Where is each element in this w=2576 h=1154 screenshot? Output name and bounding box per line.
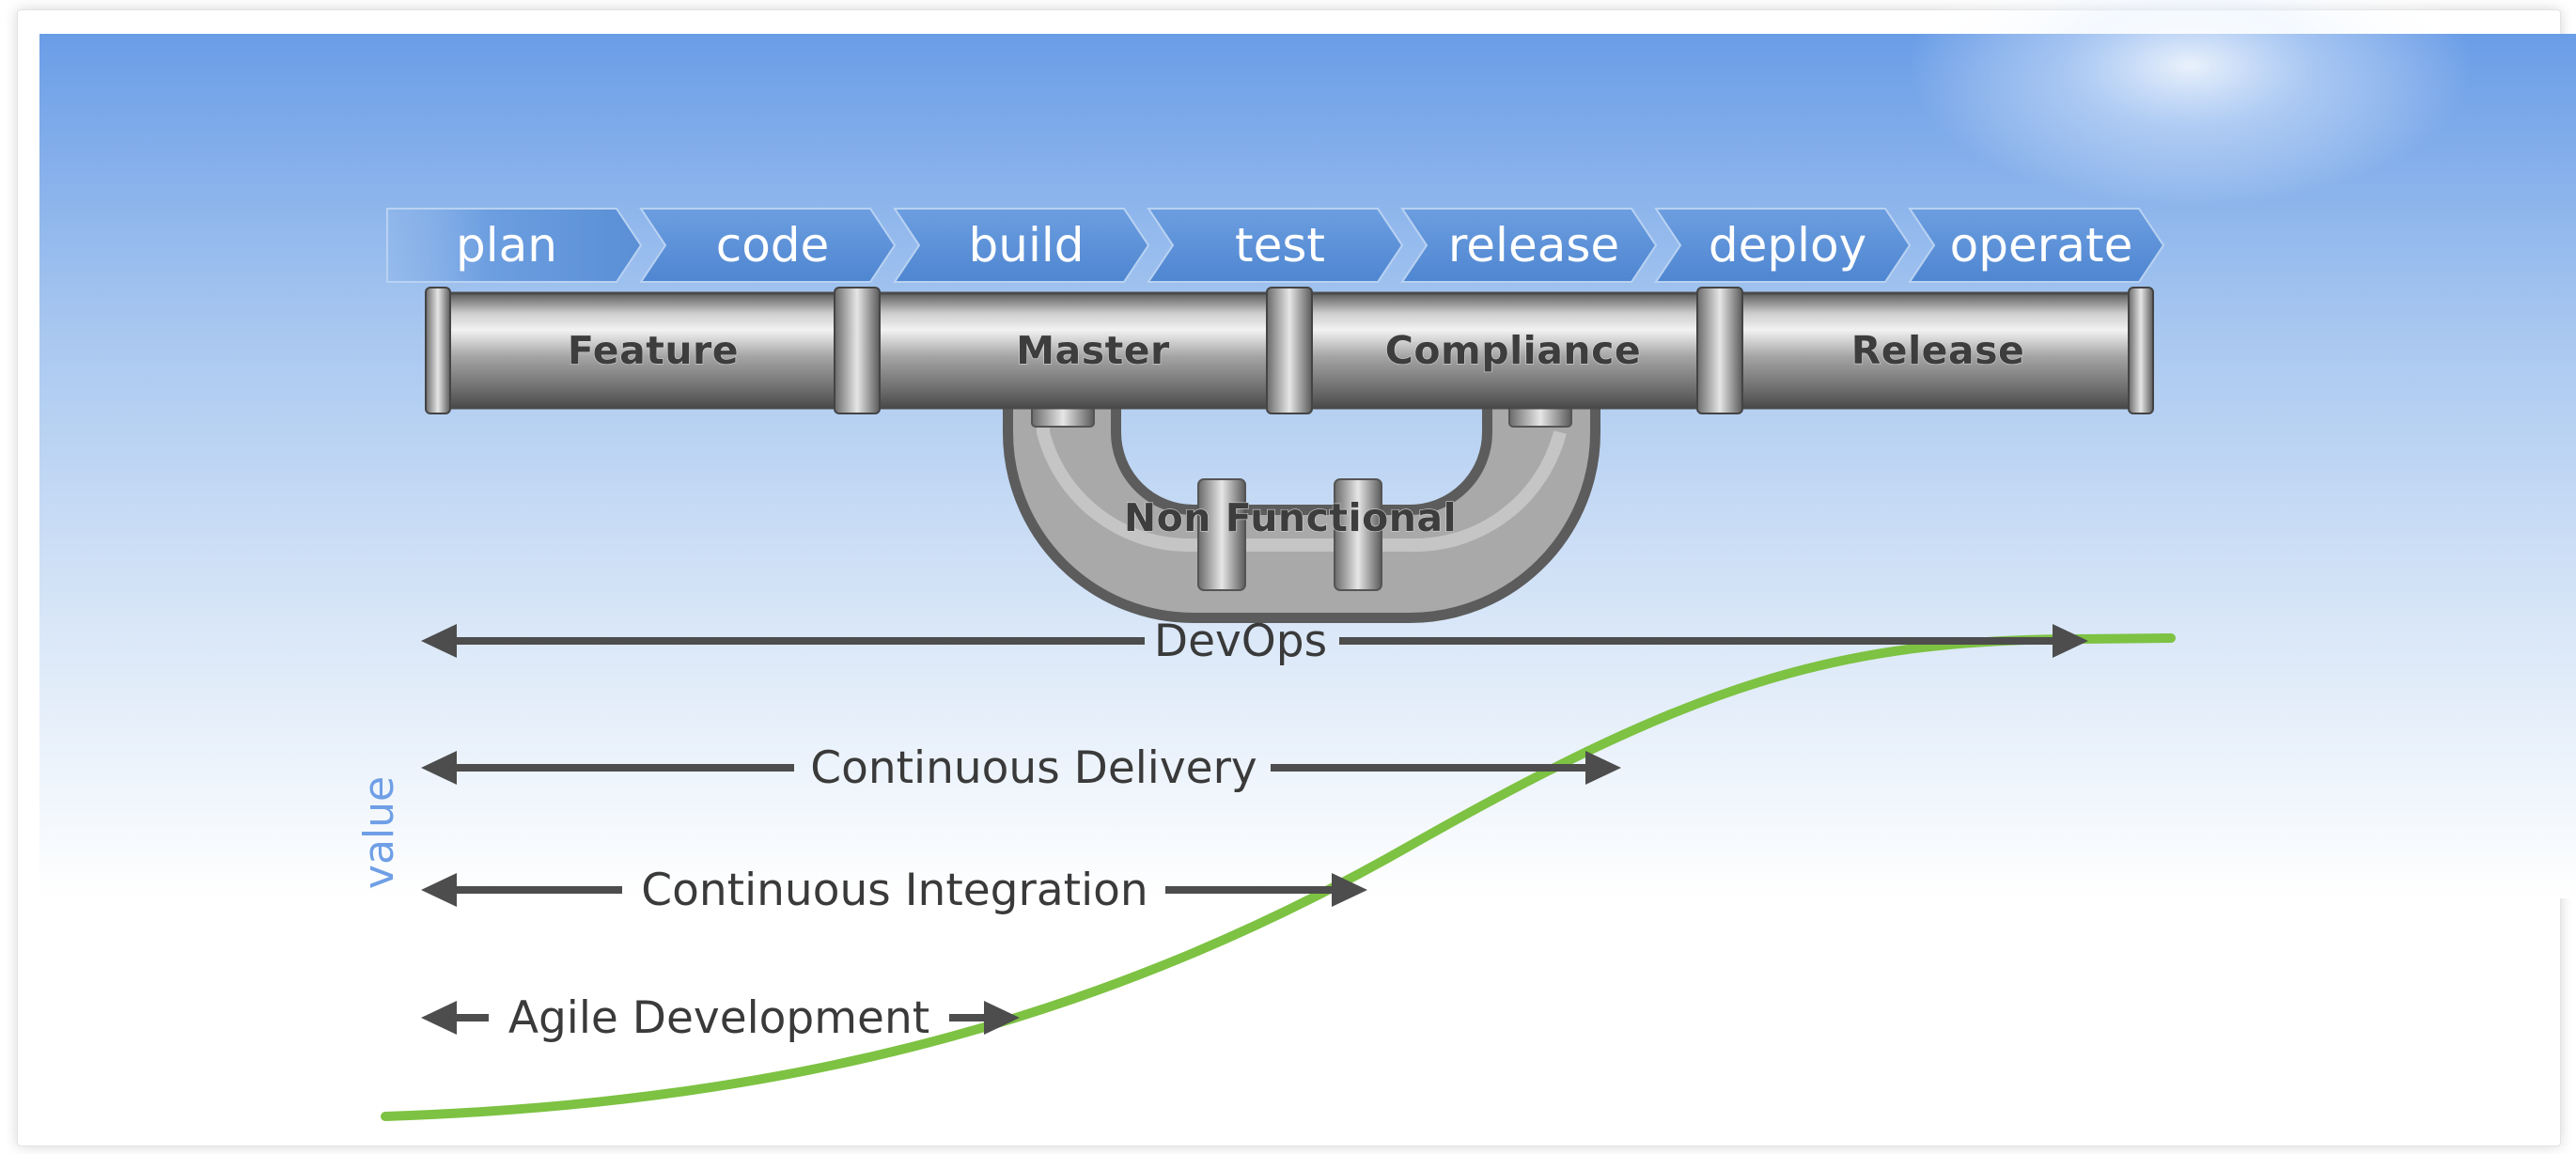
level-arrow-agile-development: Agile Development [421,992,1020,1044]
stage-label-code: code [716,218,830,273]
stage-label-plan: plan [456,218,557,273]
ci-arrowhead-right [1332,873,1367,907]
pipe [425,287,2154,623]
loop-flange-right [1334,478,1382,591]
level-label-continuous-integration: Continuous Integration [641,865,1147,916]
stage-label-build: build [969,218,1085,273]
devops-arrowhead-left [421,624,457,658]
cd-arrowhead-right [1585,751,1621,785]
y-axis-label-value: value [355,776,403,889]
level-label-devops: DevOps [1154,616,1327,667]
pipe-flange-3 [1696,287,1743,414]
sun-glow [1908,0,2472,207]
stage-label-operate: operate [1950,218,2133,273]
cd-arrowhead-left [421,751,457,785]
non-functional-label: Non Functional [1124,495,1457,540]
stage-label-release: release [1448,218,1619,273]
ci-arrowhead-left [421,873,457,907]
stage-label-deploy: deploy [1709,218,1866,273]
pipe-end-cap-right [2128,287,2154,414]
stage-chevron-operate [1908,208,2165,283]
agile-arrowhead-right [984,1001,1020,1035]
stage-label-test: test [1235,218,1325,273]
pipe-end-cap-left [425,287,451,414]
pipe-flange-1 [834,287,881,414]
pipe-section-compliance: Compliance [1385,328,1641,373]
devops-arrowhead-right [2053,624,2088,658]
stage-chevron-release [1400,208,1658,283]
level-arrow-continuous-integration: Continuous Integration [421,865,1367,916]
pipe-section-release: Release [1851,328,2025,373]
stage-chevron-deploy [1654,208,1912,283]
agile-arrowhead-left [421,1001,457,1035]
pipe-section-feature: Feature [568,328,739,373]
loop-flange-left [1197,478,1246,591]
non-functional-loop-highlight [1037,404,1567,553]
stage-chevron-build [893,208,1150,283]
value-curve [381,633,2176,1121]
level-arrow-continuous-delivery: Continuous Delivery [421,742,1621,794]
level-arrow-devops: DevOps [421,616,2088,667]
stage-chevron-plan [386,208,643,283]
level-label-continuous-delivery: Continuous Delivery [810,742,1257,794]
level-label-agile-development: Agile Development [508,992,929,1044]
pipe-flange-2 [1266,287,1313,414]
stage-chevron-code [639,208,897,283]
stage-chevron-row: plan code build test release deploy operate [386,208,2165,283]
pipe-section-master: Master [1016,328,1170,373]
stage-chevron-test [1147,208,1404,283]
